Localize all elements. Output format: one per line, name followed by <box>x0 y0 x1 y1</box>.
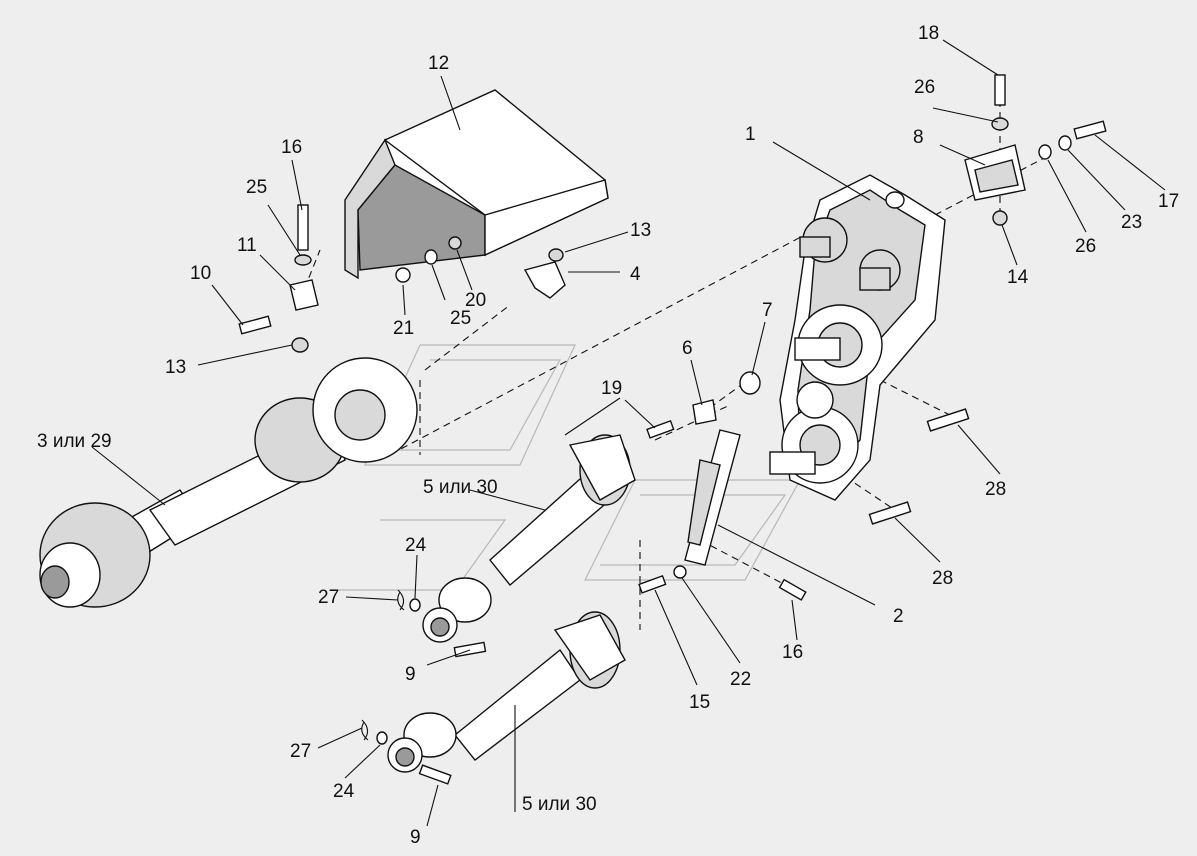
label-20: 20 <box>465 290 486 311</box>
label-13-right: 13 <box>630 220 651 241</box>
cardan-shaft-upper <box>422 434 636 643</box>
guard-cover <box>344 89 609 280</box>
label-18: 18 <box>918 23 939 44</box>
label-17: 17 <box>1158 191 1179 212</box>
leader-lines <box>91 39 1166 827</box>
label-11: 11 <box>237 235 257 256</box>
pto-shaft-main <box>39 357 418 608</box>
label-15: 15 <box>689 692 710 713</box>
label-27-upper: 27 <box>318 587 339 608</box>
label-4: 4 <box>630 264 641 285</box>
label-26-upper: 26 <box>914 77 935 98</box>
label-6: 6 <box>682 338 693 359</box>
fasteners <box>238 74 1107 785</box>
label-19: 19 <box>601 378 622 399</box>
label-5-upper: 5 или 30 <box>423 477 498 498</box>
label-21: 21 <box>393 318 414 339</box>
label-22: 22 <box>730 669 751 690</box>
label-26-lower: 26 <box>1075 236 1096 257</box>
label-23: 23 <box>1121 212 1142 233</box>
label-2: 2 <box>893 606 904 627</box>
label-14: 14 <box>1007 267 1029 288</box>
label-24-lower: 24 <box>333 781 355 802</box>
bracket-plate <box>684 429 741 566</box>
label-25-right: 25 <box>450 308 471 329</box>
label-5-lower: 5 или 30 <box>522 794 597 815</box>
label-27-lower: 27 <box>290 741 311 762</box>
label-8: 8 <box>913 127 924 148</box>
mount-bracket <box>964 144 1026 201</box>
label-1: 1 <box>745 124 756 145</box>
gearbox-housing <box>769 174 946 501</box>
label-28-upper: 28 <box>985 479 1006 500</box>
part-labels: 1 2 3 или 29 4 5 или 30 5 или 30 6 7 8 9… <box>37 23 1179 848</box>
label-16-right: 16 <box>782 642 803 663</box>
label-9-upper: 9 <box>405 664 416 685</box>
label-25-left: 25 <box>246 177 267 198</box>
label-16-left: 16 <box>281 137 302 158</box>
cardan-shaft-lower <box>387 611 626 773</box>
label-3: 3 или 29 <box>37 431 112 452</box>
label-12: 12 <box>428 53 449 74</box>
label-7: 7 <box>762 300 773 321</box>
label-9-lower: 9 <box>410 827 421 848</box>
label-13-left: 13 <box>165 357 186 378</box>
label-10: 10 <box>190 263 211 284</box>
label-24-upper: 24 <box>405 535 427 556</box>
label-28-lower: 28 <box>932 568 953 589</box>
